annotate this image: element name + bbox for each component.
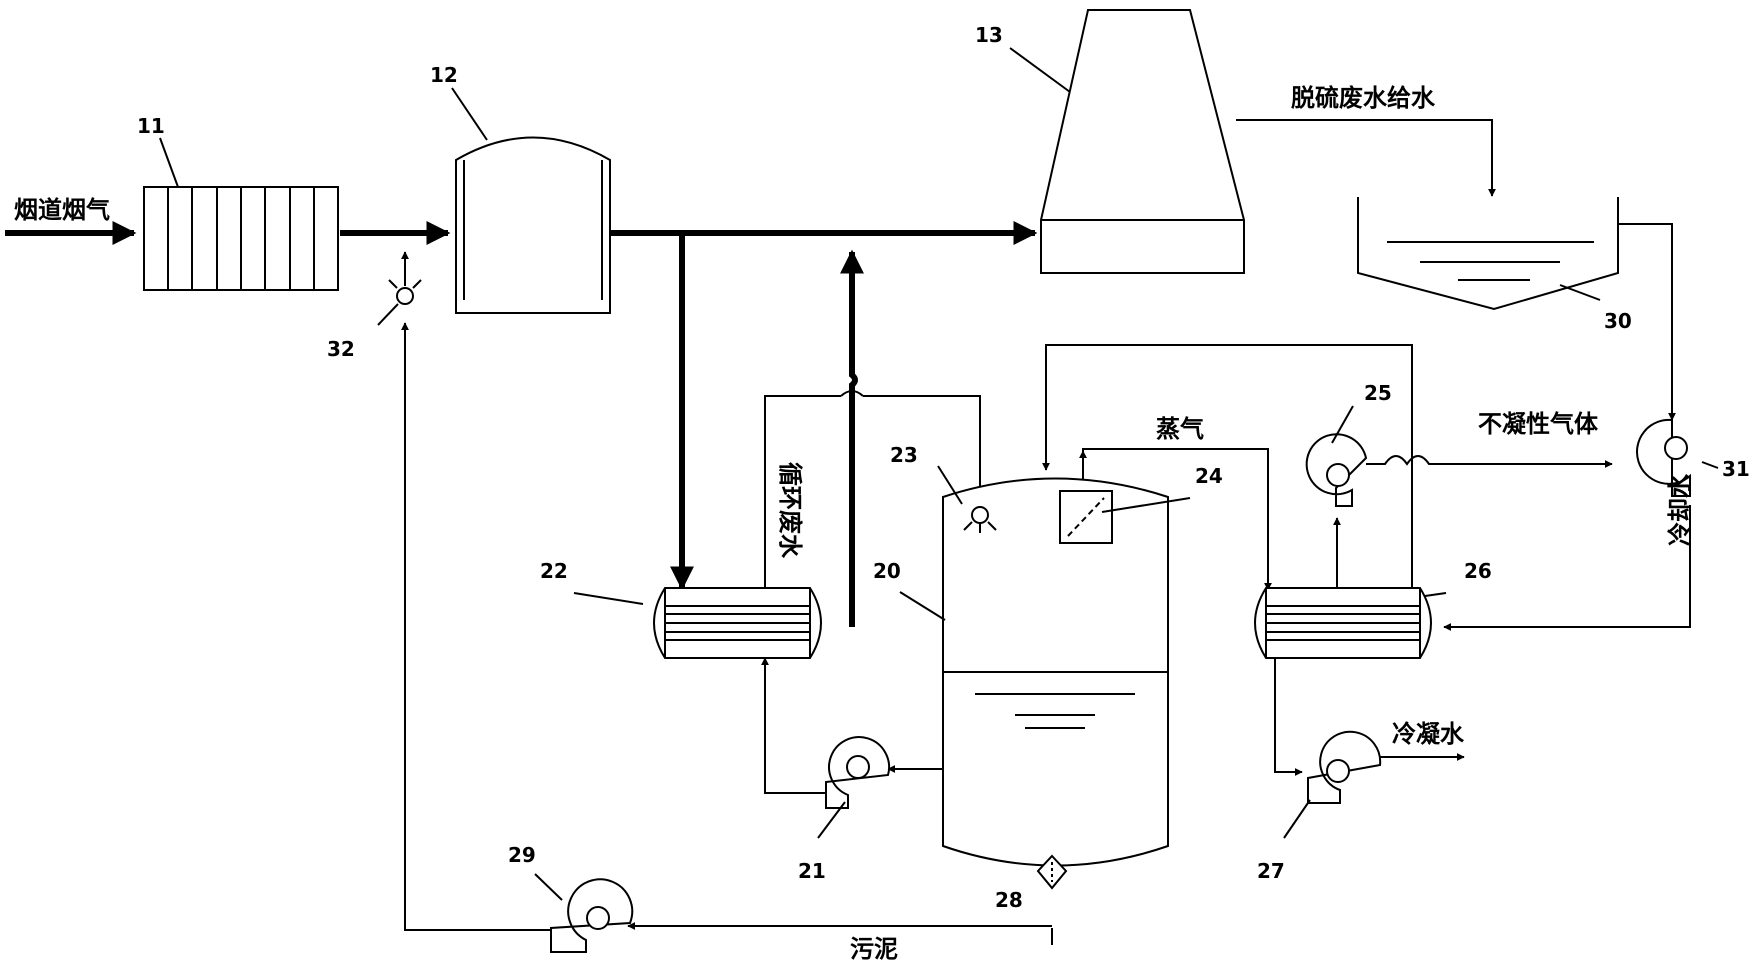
number-24: 24 xyxy=(1195,464,1223,488)
tank30-to-pump31-arrow xyxy=(1618,223,1676,421)
leader-30 xyxy=(1559,284,1601,301)
cooling-water-to-26-arrow xyxy=(1443,505,1691,631)
equipment-32 xyxy=(388,277,422,305)
leader-26 xyxy=(1424,592,1447,597)
leader-24 xyxy=(1101,497,1191,513)
flue-gas-lines xyxy=(5,221,1038,627)
equipment-13 xyxy=(1040,9,1245,274)
leader-27 xyxy=(1283,799,1311,839)
leader-29 xyxy=(534,873,563,901)
return-from-22-line xyxy=(840,249,864,627)
leader-32 xyxy=(377,303,399,326)
pump21-to-22-arrow xyxy=(761,657,826,794)
number-12: 12 xyxy=(430,63,458,87)
equipment-24 xyxy=(1059,490,1113,544)
equipment-23 xyxy=(963,506,997,533)
reflux-to-20-arrow xyxy=(1042,344,1413,587)
leader-13 xyxy=(1009,47,1071,93)
number-22: 22 xyxy=(540,559,568,583)
cooling-water-label: 冷却水 xyxy=(1666,473,1694,546)
steam-label: 蒸气 xyxy=(1156,415,1204,443)
fgd-wastewater-feed-arrow xyxy=(1236,119,1496,197)
leader-31 xyxy=(1701,461,1719,469)
leader-25 xyxy=(1331,405,1354,444)
equipment-31 xyxy=(1636,418,1691,497)
equipment-20 xyxy=(942,477,1169,867)
sludge-label: 污泥 xyxy=(850,935,898,963)
equipment-30 xyxy=(1357,197,1619,311)
equipment-25 xyxy=(1305,433,1368,507)
number-28: 28 xyxy=(995,888,1023,912)
equipment-28 xyxy=(1036,854,1068,890)
leader-12 xyxy=(451,87,488,141)
number-26: 26 xyxy=(1464,559,1492,583)
number-31: 31 xyxy=(1722,457,1750,481)
flue-gas-in-label: 烟道烟气 xyxy=(14,196,110,224)
number-27: 27 xyxy=(1257,859,1285,883)
equipment-22 xyxy=(653,587,822,659)
leader-21 xyxy=(817,801,846,839)
circulating-wastewater-label: 循环废水 xyxy=(776,462,804,559)
equipment-12 xyxy=(455,136,611,314)
equipment-29 xyxy=(550,878,634,953)
leader-20 xyxy=(899,591,946,621)
condensate-label: 冷凝水 xyxy=(1392,720,1465,748)
number-20: 20 xyxy=(873,559,901,583)
text-labels: 烟道烟气 脱硫废水给水 循环废水 蒸气 不凝性气体 冷凝水 污泥 冷却水 xyxy=(14,84,1694,963)
fgd-wastewater-feed-label: 脱硫废水给水 xyxy=(1291,84,1436,112)
leader-11 xyxy=(159,137,179,188)
number-21: 21 xyxy=(798,859,826,883)
leader-lines xyxy=(159,47,1719,901)
equipment-11 xyxy=(143,186,339,291)
number-11: 11 xyxy=(137,114,165,138)
pipe-crossover-hop xyxy=(840,390,864,397)
to-pump27-arrow xyxy=(1274,659,1303,776)
non-condensable-out-arrow xyxy=(1366,455,1613,468)
number-13: 13 xyxy=(975,23,1003,47)
circ-wastewater-to-23-arrow xyxy=(863,395,984,506)
thin-pipes xyxy=(401,119,1691,945)
equipment-27 xyxy=(1307,730,1382,804)
equipment-26 xyxy=(1254,587,1432,659)
number-25: 25 xyxy=(1364,381,1392,405)
non-condensable-gas-label: 不凝性气体 xyxy=(1478,410,1599,438)
circ-wastewater-up-line xyxy=(764,395,841,587)
number-32: 32 xyxy=(327,337,355,361)
equipment-21 xyxy=(825,736,891,809)
equipment-numbers: 11 12 13 20 21 22 23 24 25 26 27 28 29 3… xyxy=(137,23,1750,912)
number-29: 29 xyxy=(508,843,536,867)
leader-22 xyxy=(573,592,644,605)
steam-to-26-arrow xyxy=(1082,448,1272,591)
pump29-to-32-arrow xyxy=(401,322,551,931)
number-30: 30 xyxy=(1604,309,1632,333)
number-23: 23 xyxy=(890,443,918,467)
leader-23 xyxy=(937,465,963,505)
